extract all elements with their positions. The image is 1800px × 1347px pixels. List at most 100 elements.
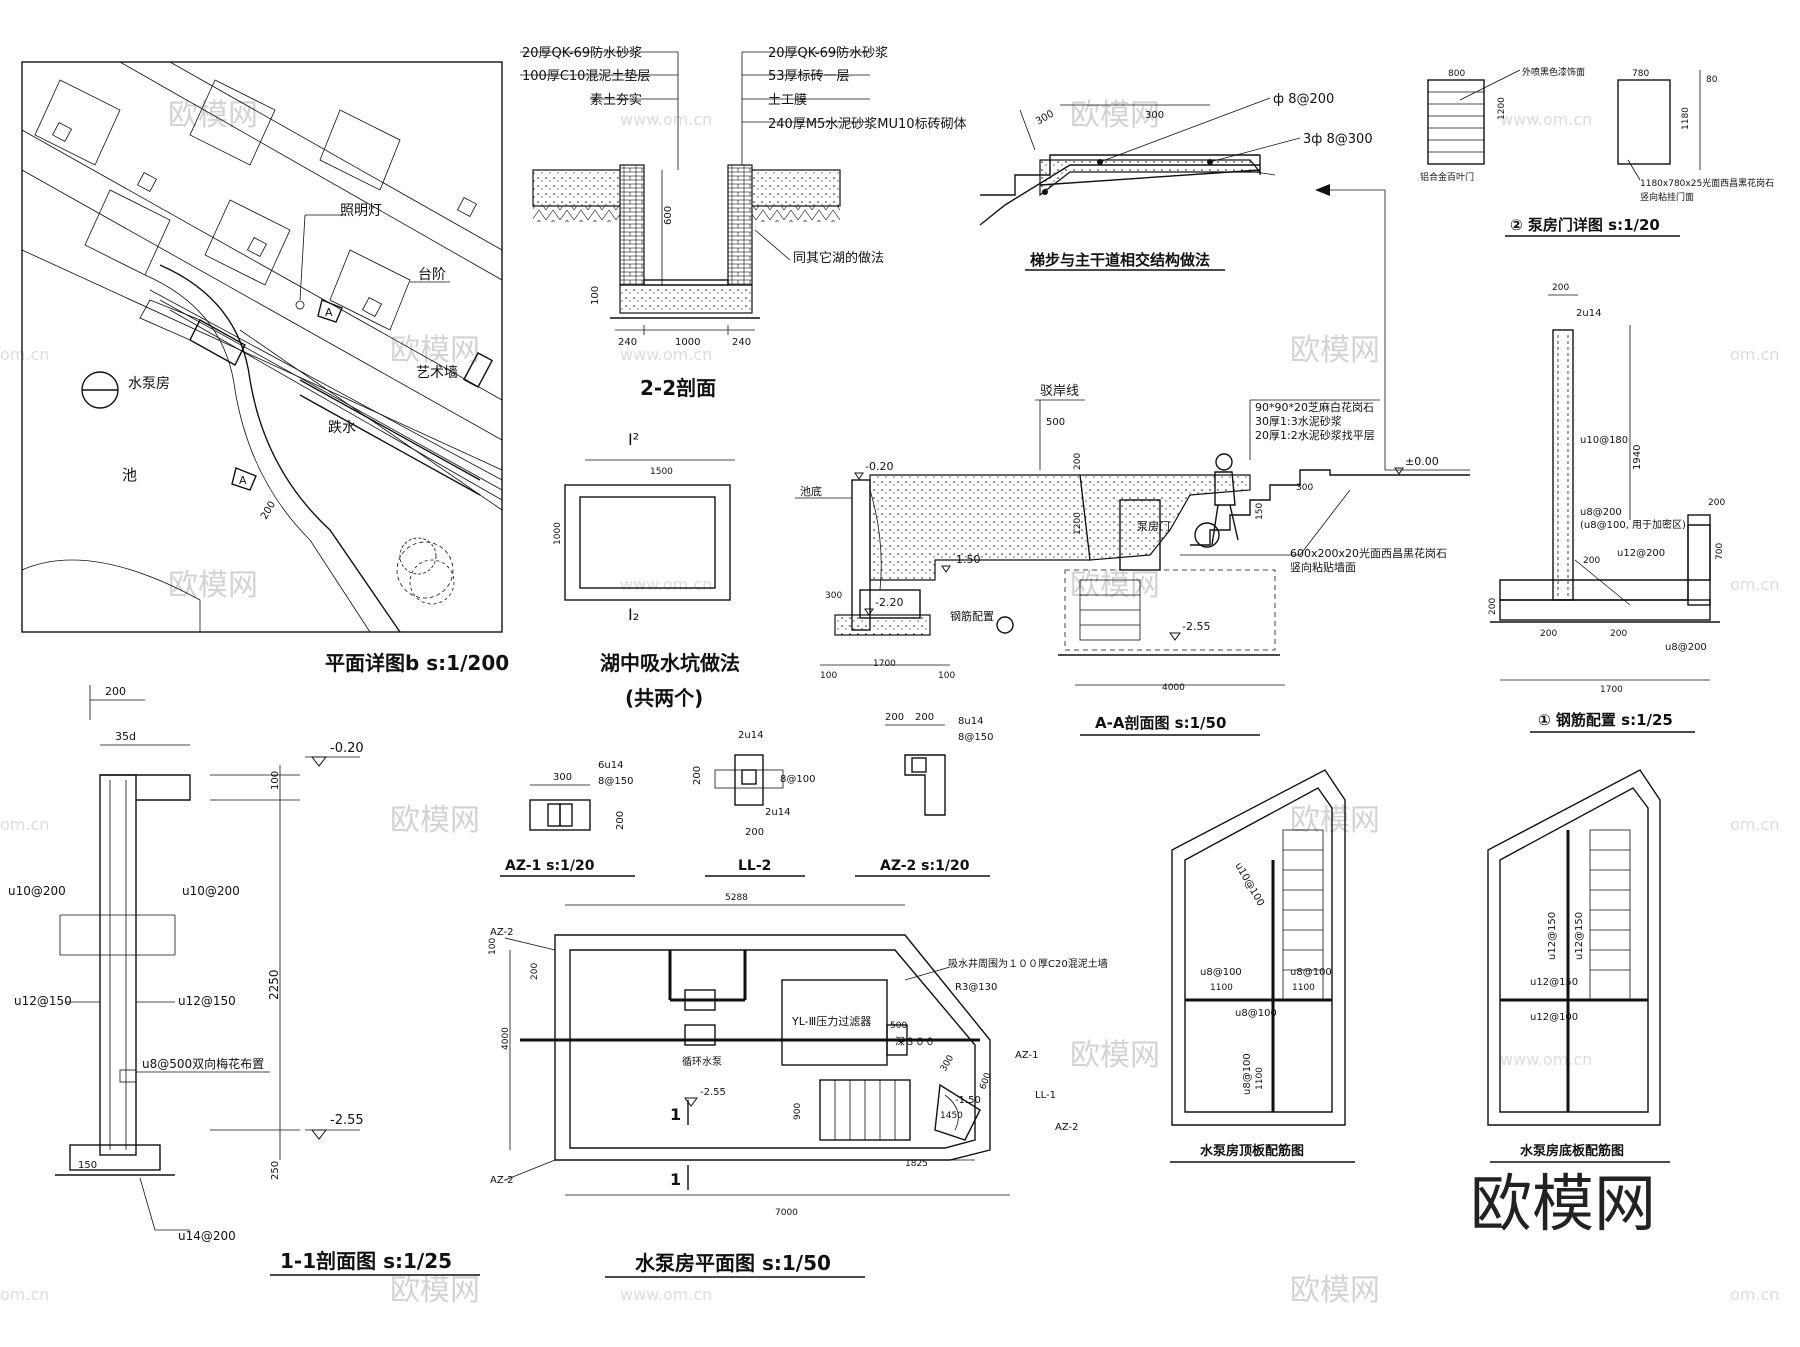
plan-detail-b: A A 照明灯 台阶 水泵房 艺术墙 跌水 池 200 平面详图b s:1/20… [21,61,509,675]
svg-text:300: 300 [1034,109,1056,128]
svg-text:240: 240 [732,337,751,348]
svg-text:1700: 1700 [1600,685,1623,695]
svg-text:600x200x20光面西昌黑花岗石: 600x200x20光面西昌黑花岗石 [1290,546,1447,560]
rebar-config-1: 1700 200 2u14 1940 u10@180 u8@200 (u8@10… [1488,283,1725,733]
az1-title: AZ-1 s:1/20 [505,858,595,874]
svg-text:1000: 1000 [553,522,563,545]
svg-text:u8@100: u8@100 [1235,1008,1277,1019]
svg-text:35d: 35d [115,730,136,743]
intake-pit-title: 湖中吸水坑做法 [600,651,740,675]
svg-text:500: 500 [1046,417,1065,428]
section-a-a: 泵房门 -0.20 -1.50 -2.20 -2.55 ±0.00 池底 驳岸线… [795,184,1470,736]
svg-text:u8@100: u8@100 [1290,967,1332,978]
svg-text:8@100: 8@100 [780,774,815,785]
svg-text:u12@200: u12@200 [1617,548,1665,559]
label-pump-room: 水泵房 [128,376,170,392]
watermark: 欧模网 [168,568,258,603]
svg-text:2u14: 2u14 [738,730,763,741]
svg-text:900: 900 [793,1103,803,1120]
svg-text:200: 200 [1540,629,1557,639]
pump-door-title: ② 泵房门详图 s:1/20 [1510,216,1660,234]
svg-text:R3@130: R3@130 [955,982,997,993]
svg-text:铝合金百叶门: 铝合金百叶门 [1420,171,1474,183]
svg-text:竖向粘贴墙面: 竖向粘贴墙面 [1290,560,1356,574]
svg-text:200: 200 [1488,598,1498,615]
svg-text:1200: 1200 [1497,97,1507,120]
svg-text:240: 240 [618,337,637,348]
svg-text:150: 150 [1255,503,1265,520]
svg-text:u12@150: u12@150 [178,994,236,1008]
svg-text:1180x780x25光面西昌黑花岗石: 1180x780x25光面西昌黑花岗石 [1640,177,1774,189]
svg-text:20厚QK-69防水砂浆: 20厚QK-69防水砂浆 [522,45,642,61]
svg-text:-2.55: -2.55 [1182,620,1210,633]
svg-text:u8@200: u8@200 [1580,507,1622,518]
svg-text:200: 200 [692,766,703,785]
svg-text:100: 100 [590,286,601,305]
svg-text:u8@500双向梅花布置: u8@500双向梅花布置 [142,1056,264,1071]
svg-text:100: 100 [938,671,955,681]
watermark-url: om.cn [1730,815,1779,834]
rebar-phi8-200: ф 8@200 [1273,92,1334,107]
svg-text:2u14: 2u14 [765,807,790,818]
svg-text:u12@150: u12@150 [1547,912,1558,960]
plan-b-title: 平面详图b s:1/200 [325,651,509,675]
svg-text:1940: 1940 [1632,445,1643,470]
label-stepping-water: 跌水 [328,420,356,436]
watermark-url: www.om.cn [620,345,712,364]
svg-text:200: 200 [1073,453,1083,470]
svg-text:30厚1:3水泥砂浆: 30厚1:3水泥砂浆 [1255,414,1342,428]
watermark-url: www.om.cn [1500,1050,1592,1069]
svg-text:300: 300 [939,1053,956,1073]
svg-text:I²: I² [628,430,639,449]
rebar-3phi8-300: 3ф 8@300 [1303,132,1373,147]
svg-text:-2.55: -2.55 [700,1087,726,1098]
watermark-url: om.cn [1730,575,1779,594]
watermark-url: om.cn [0,1285,49,1304]
svg-text:u8@100: u8@100 [1242,1053,1253,1095]
svg-text:土工膜: 土工膜 [768,93,807,108]
watermark: 欧模网 [1290,1273,1380,1308]
svg-text:-2.55: -2.55 [330,1113,364,1128]
svg-text:200: 200 [1552,283,1569,293]
svg-text:90*90*20芝麻白花岗石: 90*90*20芝麻白花岗石 [1255,400,1374,414]
svg-text:200: 200 [915,712,934,723]
tree-icon [396,537,455,605]
svg-text:7000: 7000 [775,1208,798,1218]
svg-text:AZ-2: AZ-2 [490,927,514,938]
svg-text:u10@200: u10@200 [182,884,240,898]
svg-text:20厚1:2水泥砂浆找平层: 20厚1:2水泥砂浆找平层 [1255,428,1375,442]
svg-text:u12@150: u12@150 [1530,977,1578,988]
svg-text:800: 800 [1448,69,1465,79]
svg-text:u10@200: u10@200 [8,884,66,898]
watermark-url: www.om.cn [620,1285,712,1304]
section-2-2: 20厚QK-69防水砂浆 100厚C10混泥土垫层 素土夯实 20厚QK-69防… [520,45,967,400]
svg-text:4000: 4000 [501,1027,511,1050]
svg-text:1100: 1100 [1255,1067,1265,1090]
svg-text:u8@100: u8@100 [1200,967,1242,978]
svg-text:u8@200: u8@200 [1665,642,1707,653]
svg-text:-0.20: -0.20 [330,741,364,756]
svg-text:1825: 1825 [905,1159,928,1169]
svg-text:600: 600 [663,206,674,225]
svg-text:1: 1 [670,1170,681,1189]
roof-rebar-title: 水泵房顶板配筋图 [1200,1143,1304,1159]
svg-text:1500: 1500 [650,467,673,477]
svg-text:钢筋配置: 钢筋配置 [950,609,994,623]
svg-text:80: 80 [1706,75,1718,85]
floor-rebar-title: 水泵房底板配筋图 [1520,1143,1624,1159]
svg-text:100: 100 [270,771,281,790]
label-lamp: 照明灯 [340,203,382,219]
svg-text:1: 1 [670,1105,681,1124]
svg-text:5288: 5288 [725,893,748,903]
svg-text:300: 300 [825,591,842,601]
svg-text:780: 780 [1632,69,1649,79]
svg-text:20厚QK-69防水砂浆: 20厚QK-69防水砂浆 [768,45,888,61]
svg-text:1180: 1180 [1681,107,1691,130]
svg-text:2u14: 2u14 [1576,308,1601,319]
intake-pit: I² 1500 1000 I₂ 湖中吸水坑做法 (共两个) [553,430,740,710]
intake-pit-subtitle: (共两个) [625,686,703,710]
svg-text:u10@180: u10@180 [1580,435,1628,446]
note-same-as-lake: 同其它湖的做法 [793,250,884,266]
svg-text:200: 200 [1610,629,1627,639]
